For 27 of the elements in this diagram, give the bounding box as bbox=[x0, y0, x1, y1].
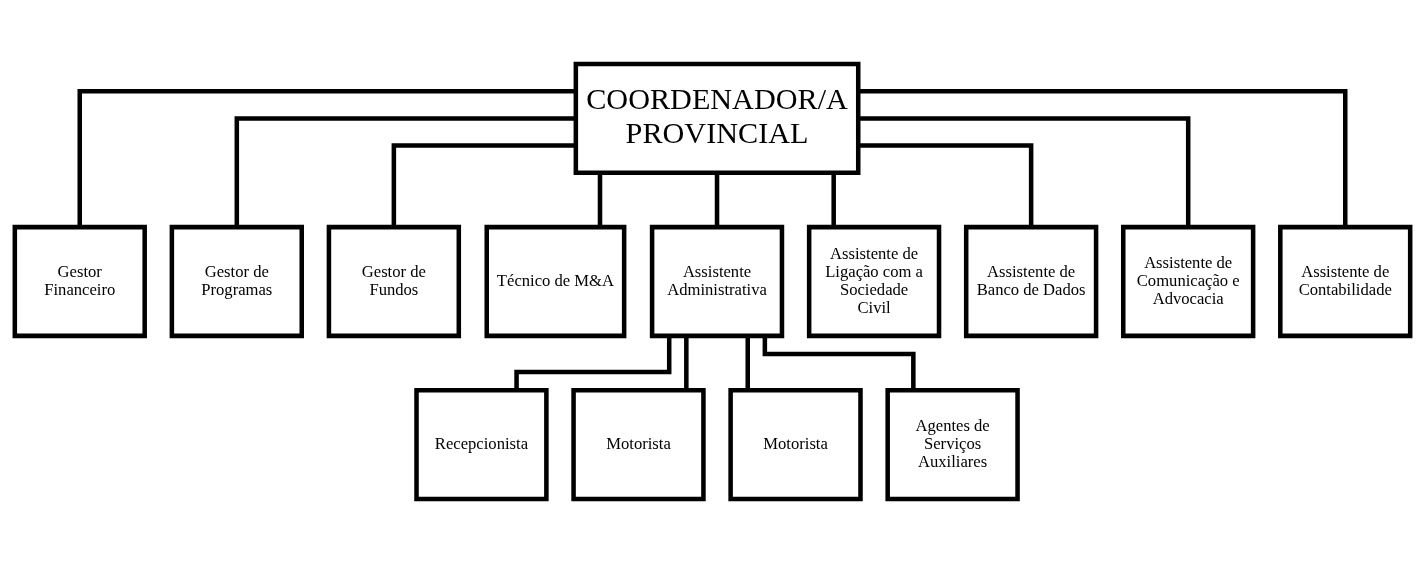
connector bbox=[597, 173, 603, 227]
connector bbox=[684, 336, 689, 390]
node-box: Assistente Administrativa bbox=[649, 224, 785, 339]
node-box: COORDENADOR/A PROVINCIAL bbox=[573, 61, 861, 176]
node-box: Gestor de Programas bbox=[169, 224, 304, 339]
connector bbox=[391, 143, 576, 227]
connector bbox=[714, 173, 720, 227]
node-box: Recepcionista bbox=[414, 387, 549, 502]
connector bbox=[77, 88, 576, 227]
node-box: Motorista bbox=[571, 387, 706, 502]
connector bbox=[858, 143, 1034, 227]
node-box: Motorista bbox=[728, 387, 863, 502]
node-box: Gestor de Fundos bbox=[326, 224, 462, 339]
node-box: Assistente de Comunicação e Advocacia bbox=[1121, 224, 1256, 339]
connector bbox=[745, 336, 750, 390]
node-box: Assistente de Banco de Dados bbox=[963, 224, 1099, 339]
node-box: Assistente de Contabilidade bbox=[1278, 224, 1413, 339]
connector bbox=[514, 336, 672, 390]
node-box: Técnico de M&A bbox=[484, 224, 627, 339]
node-box: Agentes de Serviços Auxiliares bbox=[885, 387, 1020, 502]
connector bbox=[762, 336, 916, 390]
connector bbox=[858, 116, 1191, 227]
node-box: Assistente de Ligação com a Sociedade Civil bbox=[806, 224, 942, 339]
node-box: Gestor Financeiro bbox=[12, 224, 147, 339]
connector bbox=[831, 173, 836, 227]
connector bbox=[858, 88, 1348, 227]
connector bbox=[234, 116, 576, 227]
